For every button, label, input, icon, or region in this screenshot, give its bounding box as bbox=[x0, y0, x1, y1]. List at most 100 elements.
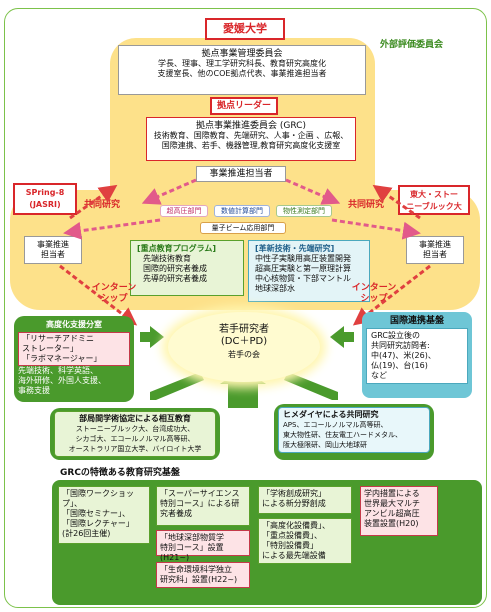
special-budget-box: 学内措置による 世界最大マルチ アンビル超高圧 装置設置(H20) bbox=[360, 486, 438, 536]
advanced-research-line: 中性子実験用高圧装置開発 bbox=[255, 254, 351, 263]
arrow-stonybrook-joint bbox=[372, 184, 421, 220]
spring8-box: SPring-8 (JASRI) bbox=[13, 183, 77, 215]
deep-earth-course-box: 「地球深部物質学 特別コース」設置(H21~) bbox=[156, 530, 250, 562]
advanced-research-box: [革新技術・先端研究] 中性子実験用高圧装置開発 超高圧実験と第一原理計算 中心… bbox=[248, 240, 370, 302]
dept-numerical: 数値計算部門 bbox=[214, 205, 270, 217]
right-promoter-line: 担当者 bbox=[423, 250, 447, 259]
international-base-line: など bbox=[371, 371, 387, 380]
internship-right-line: シップ bbox=[360, 294, 388, 304]
kyoten-committee-line: 支援室長、他のCOE拠点代表、事業推進担当者 bbox=[157, 69, 327, 78]
super-science-line: 究者養成 bbox=[160, 509, 192, 518]
joint-research-right-label: 共同研究 bbox=[348, 200, 385, 210]
international-base-details: GRC設立後の 共同研究訪問者: 中(47)、米(26)、 仏(19)、台(16… bbox=[366, 328, 468, 384]
super-science-line: 特別コース」による研 bbox=[160, 499, 240, 508]
workshop-box: 「国際ワークショップ」、 「国際セミナー」、 「国際レクチャー」 (計26回主催… bbox=[58, 486, 150, 544]
life-env-box: 「生命環境科学独立 研究科」設置(H22~) bbox=[156, 562, 250, 588]
grc-base-title: GRCの特徴ある教育研究基盤 bbox=[60, 468, 180, 478]
arrow-himeda-to-young bbox=[284, 372, 338, 400]
international-base-line: 仏(19)、台(16) bbox=[371, 361, 428, 370]
international-base-line: GRC設立後の bbox=[371, 331, 420, 340]
deep-earth-course-line: 特別コース」設置(H21~) bbox=[160, 543, 224, 562]
special-budget-line: 学内措置による bbox=[364, 489, 420, 498]
himeda-joint-line: 阪大極限研、岡山大地球研 bbox=[283, 441, 367, 449]
equipment-box: 「高度化設備費」、 「重点設備費」、 「特別設備費」 による最先端設備 bbox=[258, 518, 352, 564]
spring8-org: (JASRI) bbox=[29, 200, 61, 209]
himeda-joint-title: ヒメダイヤによる共同研究 bbox=[283, 410, 379, 419]
advanced-research-title: [革新技術・先端研究] bbox=[255, 244, 335, 253]
special-budget-line: アンビル超高圧 bbox=[364, 509, 420, 518]
stonybrook-line: 東大・ストー bbox=[410, 190, 458, 199]
equipment-line: による最先端設備 bbox=[262, 551, 326, 560]
advanced-research-line: 中心核物質・下部マントル bbox=[255, 274, 351, 283]
advanced-research-line: 地球深部水 bbox=[255, 284, 295, 293]
promoter-box: 事業推進担当者 bbox=[196, 166, 286, 182]
kyoten-leader-title: 拠点リーダー bbox=[210, 97, 278, 115]
support-room-role: 「ラボマネージャー」 bbox=[22, 354, 102, 363]
grc-committee-line: 国際連携、若手、機器管理,教育研究高度化支援室 bbox=[161, 141, 341, 150]
education-program-line: 先導的研究者養成 bbox=[143, 274, 207, 283]
education-program-line: 先端技術教育 bbox=[143, 254, 191, 263]
internship-right-line: インターン bbox=[351, 283, 397, 293]
workshop-line: 「国際ワークショップ」、 bbox=[62, 489, 134, 508]
himeda-joint-line: 東大物性研、住友電工ハードメタル、 bbox=[283, 431, 402, 439]
stonybrook-box: 東大・ストー ニーブルック大 bbox=[398, 185, 470, 215]
interdept-agreement-line: シカゴ大、エコールノルマル高等研、 bbox=[75, 435, 195, 443]
international-base-panel: 国際連携基盤 GRC設立後の 共同研究訪問者: 中(47)、米(26)、 仏(1… bbox=[362, 312, 472, 398]
outer-frame bbox=[4, 8, 487, 608]
education-program-box: [重点教育プログラム] 先端技術教育 国際的研究者養成 先導的研究者養成 bbox=[130, 240, 244, 296]
interdept-agreement-panel: 部局間学術協定による相互教育 ストーニーブルック大、台湾成功大、 シカゴ大、エコ… bbox=[50, 408, 220, 460]
super-science-box: 「スーパーサイエンス 特別コース」による研 究者養成 bbox=[156, 486, 250, 526]
deep-earth-course-line: 「地球深部物質学 bbox=[160, 533, 224, 542]
super-science-line: 「スーパーサイエンス bbox=[160, 489, 240, 498]
internship-right-label: インターン シップ bbox=[342, 283, 406, 305]
support-room-line: 先端技術、科学英語、 bbox=[18, 366, 98, 375]
internship-left-line: インターン bbox=[91, 283, 137, 293]
arrow-dept-left bbox=[63, 218, 161, 240]
support-room-roles: 「リサーチアドミニ ストレーター」 「ラボマネージャー」 bbox=[18, 332, 130, 366]
education-program-line: 国際的研究者養成 bbox=[143, 264, 207, 273]
internship-left-line: シップ bbox=[100, 294, 128, 304]
dept-quantum-beam: 量子ビーム応用部門 bbox=[200, 222, 286, 234]
special-budget-line: 装置設置(H20) bbox=[364, 519, 419, 528]
academic-creation-box: 「学術創成研究」 による新分野創成 bbox=[258, 486, 352, 514]
education-program-title: [重点教育プログラム] bbox=[137, 244, 217, 253]
young-researchers-sub: (DC＋PD) bbox=[220, 336, 268, 347]
grc-committee-title: 拠点事業推進委員会 (GRC) bbox=[196, 121, 306, 131]
academic-creation-line: 「学術創成研究」 bbox=[262, 489, 326, 498]
arrow-promoter-left bbox=[141, 178, 197, 205]
arrow-support-to-young bbox=[140, 326, 164, 348]
arrow-spring8-joint bbox=[69, 184, 118, 220]
life-env-line: 「生命環境科学独立 bbox=[160, 565, 232, 574]
himeda-joint-line: APS、エコールノルマル高等研、 bbox=[283, 421, 388, 429]
dept-ultra-high-pressure: 超高圧部門 bbox=[160, 205, 208, 217]
grc-committee: 拠点事業推進委員会 (GRC) 技術教育、国際教育、先端研究、人事・企画 、広報… bbox=[146, 117, 356, 161]
equipment-line: 「重点設備費」、 bbox=[262, 531, 322, 540]
international-base-line: 共同研究訪問者: bbox=[371, 341, 430, 350]
himeda-joint-panel: ヒメダイヤによる共同研究 APS、エコールノルマル高等研、 東大物性研、住友電工… bbox=[274, 404, 434, 460]
support-room-line: 事務支援 bbox=[18, 386, 50, 395]
support-room-panel: 高度化支援分室 「リサーチアドミニ ストレーター」 「ラボマネージャー」 先端技… bbox=[14, 316, 134, 402]
arrow-internship-left bbox=[59, 264, 138, 326]
life-env-line: 研究科」設置(H22~) bbox=[160, 575, 238, 584]
joint-research-left-label: 共同研究 bbox=[84, 200, 121, 210]
young-researchers-title: 若手研究者 bbox=[219, 324, 269, 335]
support-room-title: 高度化支援分室 bbox=[46, 320, 102, 329]
kyoten-committee-line: 学長、理事、理工学研究科長、教育研究高度化 bbox=[158, 59, 326, 68]
interdept-agreement-line: ストーニーブルック大、台湾成功大、 bbox=[75, 425, 195, 433]
arrow-dept-right bbox=[331, 218, 421, 240]
interdept-agreement-line: オーストラリア国立大学、バイロイト大学 bbox=[68, 445, 202, 453]
academic-creation-line: による新分野創成 bbox=[262, 499, 326, 508]
arrow-agreement-to-young bbox=[150, 372, 204, 400]
special-budget-line: 世界最大マルチ bbox=[364, 499, 420, 508]
arrow-internship-right bbox=[352, 264, 431, 326]
grc-committee-line: 技術教育、国際教育、先端研究、人事・企画 、広報、 bbox=[153, 131, 349, 140]
support-room-role: ストレーター」 bbox=[22, 344, 78, 353]
arrow-promoter-right bbox=[285, 178, 341, 205]
young-researchers-group: 若手の会 bbox=[228, 350, 260, 359]
workshop-line: 「国際レクチャー」 bbox=[62, 519, 134, 528]
himeda-joint-content: ヒメダイヤによる共同研究 APS、エコールノルマル高等研、 東大物性研、住友電工… bbox=[278, 407, 430, 453]
external-committee-label: 外部評価委員会 bbox=[380, 40, 444, 50]
support-room-role: 「リサーチアドミニ bbox=[22, 334, 94, 343]
left-promoter-line: 事業推進 bbox=[37, 240, 69, 249]
spring8-name: SPring-8 bbox=[25, 188, 65, 197]
